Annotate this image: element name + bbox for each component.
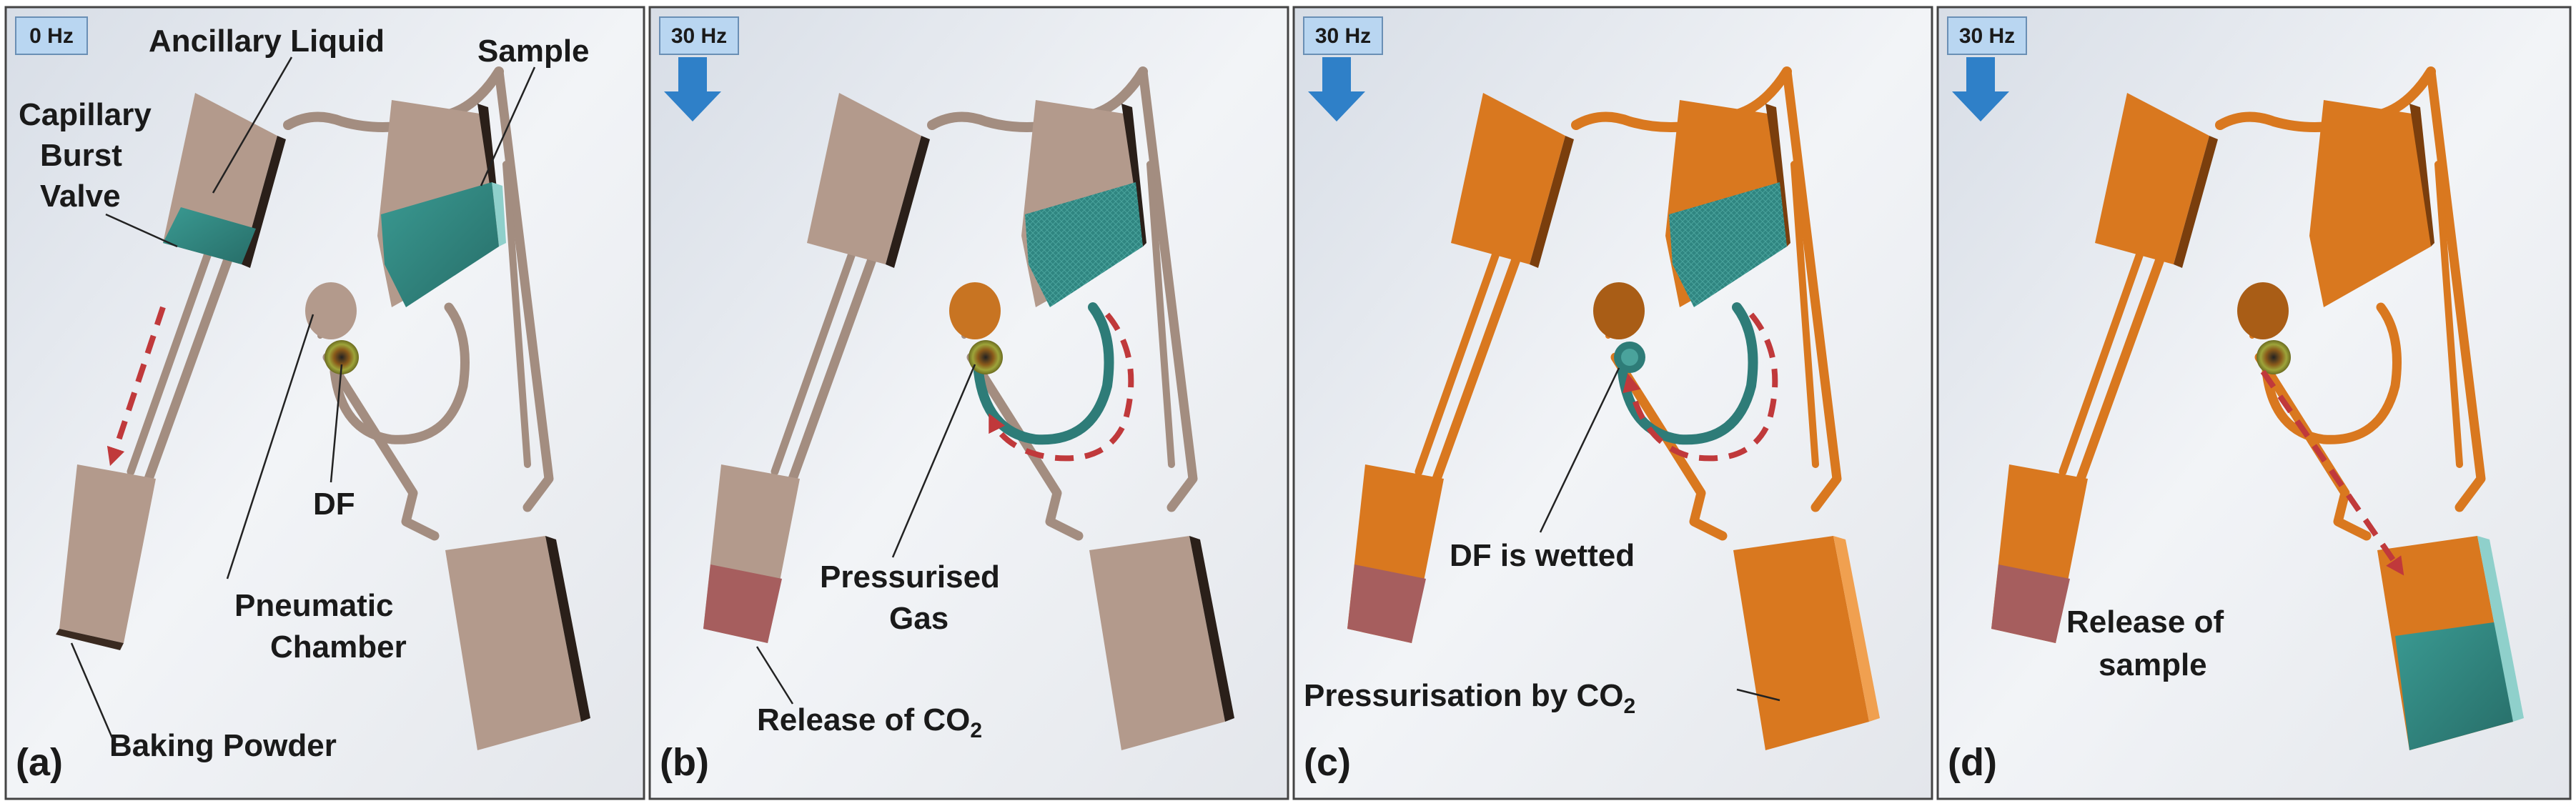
panel-c: 30 Hz DF is wetted Pressurisation by CO2… <box>1292 6 1933 800</box>
panel-letter: (a) <box>16 741 63 784</box>
df-icon <box>2257 340 2291 374</box>
label-wetted: DF is wetted <box>1450 538 1635 573</box>
label-df: DF <box>313 487 355 522</box>
label-release-1: Release of <box>2066 604 2224 640</box>
freq-label: 0 Hz <box>29 24 74 48</box>
label-gas-1: Pressurised <box>820 559 1000 594</box>
panel-letter: (c) <box>1304 741 1351 784</box>
label-capillary-2: Burst <box>40 138 122 173</box>
label-baking: Baking Powder <box>109 728 337 763</box>
panel-a: 0 Hz Ancillary Liquid Sample Capillary B… <box>4 6 645 800</box>
label-release-2: sample <box>2099 647 2207 682</box>
panel-letter: (b) <box>660 741 709 784</box>
label-pneumatic-2: Chamber <box>270 630 407 665</box>
label-capillary-3: Valve <box>40 179 121 214</box>
down-arrow-icon <box>1308 57 1365 121</box>
down-arrow-icon <box>1952 57 2009 121</box>
down-arrow-icon <box>664 57 721 121</box>
df-icon <box>969 340 1003 374</box>
label-sample: Sample <box>477 34 590 69</box>
df-icon <box>325 340 359 374</box>
panel-b: 30 Hz Pressurised Gas Release of CO2 (b) <box>648 6 1289 800</box>
label-co2: Release of CO2 <box>757 702 982 742</box>
label-gas-2: Gas <box>889 601 948 636</box>
label-ancillary: Ancillary Liquid <box>149 24 385 59</box>
freq-label: 30 Hz <box>1959 24 2015 48</box>
freq-label: 30 Hz <box>671 24 727 48</box>
label-capillary-1: Capillary <box>19 97 152 132</box>
panel-letter: (d) <box>1948 741 1997 784</box>
label-pressurisation: Pressurisation by CO2 <box>1304 678 1635 718</box>
label-pneumatic-1: Pneumatic <box>234 588 394 623</box>
freq-label: 30 Hz <box>1315 24 1371 48</box>
panel-d: 30 Hz Release of sample (d) <box>1936 6 2572 800</box>
